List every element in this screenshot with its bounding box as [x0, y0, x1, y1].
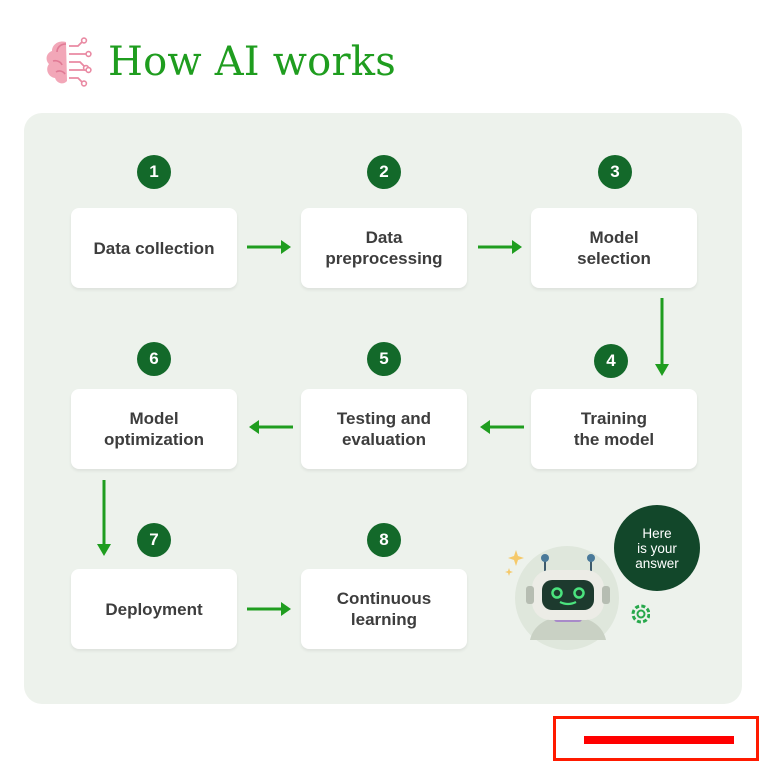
step-number-6: 6: [137, 342, 171, 376]
brain-circuit-icon: [46, 37, 92, 87]
answer-speech-bubble: Here is your answer: [614, 505, 700, 591]
arrow-right-1-2: [247, 240, 291, 254]
step-card-training-the-model: Training the model: [531, 389, 697, 469]
step-number-5: 5: [367, 342, 401, 376]
step-card-deployment: Deployment: [71, 569, 237, 649]
page-title: How AI works: [108, 39, 396, 85]
arrow-down-6-7: [97, 480, 111, 556]
arrow-left-4-5: [480, 420, 524, 434]
step-card-data-preprocessing: Data preprocessing: [301, 208, 467, 288]
step-card-data-collection: Data collection: [71, 208, 237, 288]
step-number-4: 4: [594, 344, 628, 378]
step-card-model-optimization: Model optimization: [71, 389, 237, 469]
arrow-left-5-6: [249, 420, 293, 434]
step-card-testing-and-evaluation: Testing and evaluation: [301, 389, 467, 469]
step-number-7: 7: [137, 523, 171, 557]
step-number-1: 1: [137, 155, 171, 189]
header: How AI works: [40, 32, 396, 92]
step-number-8: 8: [367, 523, 401, 557]
step-card-model-selection: Model selection: [531, 208, 697, 288]
step-number-3: 3: [598, 155, 632, 189]
step-number-2: 2: [367, 155, 401, 189]
sparkle-icon: [508, 550, 524, 566]
arrow-down-3-4: [655, 298, 669, 376]
robot-icon: [505, 546, 650, 650]
arrow-right-7-8: [247, 602, 291, 616]
arrow-right-2-3: [478, 240, 522, 254]
redacted-logo: [553, 716, 759, 761]
gear-icon: [631, 604, 650, 624]
step-card-continuous-learning: Continuous learning: [301, 569, 467, 649]
